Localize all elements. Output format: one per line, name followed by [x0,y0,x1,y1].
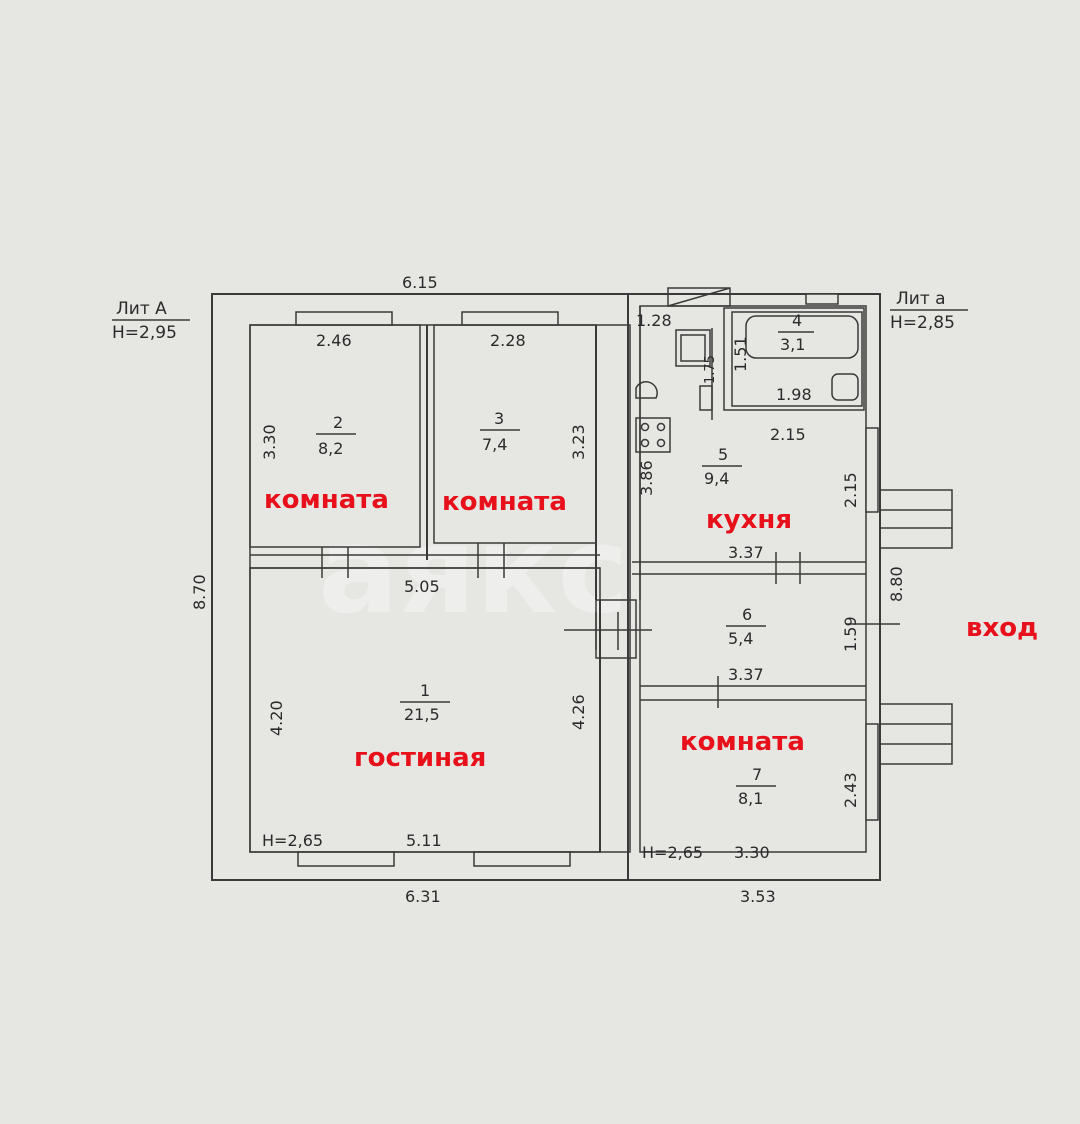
stove-burner-2 [656,422,666,432]
wc-inner [680,334,706,362]
room-4-area: 3,1 [780,335,805,354]
dim-wc-depth: 1.75 [703,355,718,384]
dim-wc-width: 1.28 [636,311,672,330]
dim-room2-width: 2.46 [316,331,352,350]
room-1-ceiling: Н=2,65 [262,831,323,850]
entrance-label: вход [966,613,1038,643]
dim-room3-height: 3.23 [569,424,588,460]
watermark: аякс [318,502,629,641]
lit-annex-height: Н=2,85 [890,313,955,333]
wc-door [699,385,713,411]
room-1-area: 21,5 [404,705,440,724]
lit-main-name: Лит А [116,299,167,319]
window-right-1 [865,427,879,513]
lit-annex-name: Лит а [896,289,946,309]
dim-bath-width: 1.98 [776,385,812,404]
dim-bottom-left: 6.31 [405,887,441,906]
dim-room2-height: 3.30 [260,424,279,460]
window-top-1 [295,311,393,326]
dim-room3-width: 2.28 [490,331,526,350]
dim-bath-outer: 2.15 [770,425,806,444]
entrance-steps-top [879,489,953,549]
room-2-outline [249,324,421,548]
vent-top [667,287,731,307]
room-2-area: 8,2 [318,439,343,458]
dim-hall-height: 1.59 [841,616,860,652]
dim-hall-top: 3.37 [728,543,764,562]
room-3-area: 7,4 [482,435,507,454]
dim-bath-height: 1.51 [731,336,750,372]
room-4-number: 4 [792,311,802,330]
bathtub [745,315,859,359]
vent-top-small [805,293,839,305]
window-right-2 [865,723,879,821]
room-7-number: 7 [752,765,762,784]
toilet [831,373,859,401]
dim-room1-height-right: 4.26 [569,694,588,730]
stove-burner-4 [656,438,666,448]
dim-right-overall: 8.80 [887,566,906,602]
dim-left-overall: 8.70 [190,574,209,610]
stove [635,417,671,453]
room-7-label: комната [680,727,805,757]
lit-main-height: Н=2,95 [112,323,177,343]
room-1-label: гостиная [354,743,486,773]
window-bottom-2 [473,851,571,867]
room-5-label: кухня [706,505,792,535]
window-bottom-1 [297,851,395,867]
dim-room1-width: 5.11 [406,831,442,850]
annex-inner-outline [639,305,867,853]
dim-top-overall: 6.15 [402,273,438,292]
room-5-number: 5 [718,445,728,464]
dim-bottom-right: 3.53 [740,887,776,906]
room-7-ceiling: Н=2,65 [642,843,703,862]
room-1-number: 1 [420,681,430,700]
room-2-label: комната [264,485,389,515]
dim-hall-bottom: 3.37 [728,665,764,684]
stove-burner-3 [640,438,650,448]
dim-corridor-width: 5.05 [404,577,440,596]
room-3-label: комната [442,487,567,517]
window-top-2 [461,311,559,326]
dim-kitchen-right: 2.15 [841,472,860,508]
dim-room7-height: 2.43 [841,772,860,808]
bath-room [723,307,865,411]
dim-room1-height-left: 4.20 [267,700,286,736]
room-5-area: 9,4 [704,469,729,488]
room-6-number: 6 [742,605,752,624]
room-3-number: 3 [494,409,504,428]
stove-burner-1 [640,422,650,432]
room-7-area: 8,1 [738,789,763,808]
bath-room-inner [731,311,863,407]
dim-kitchen-left: 3.86 [637,460,656,496]
wc-block [675,329,711,367]
dim-room7-width: 3.30 [734,843,770,862]
entrance-steps-bottom [879,703,953,765]
room-2-number: 2 [333,413,343,432]
room-6-area: 5,4 [728,629,753,648]
sink [635,381,658,399]
